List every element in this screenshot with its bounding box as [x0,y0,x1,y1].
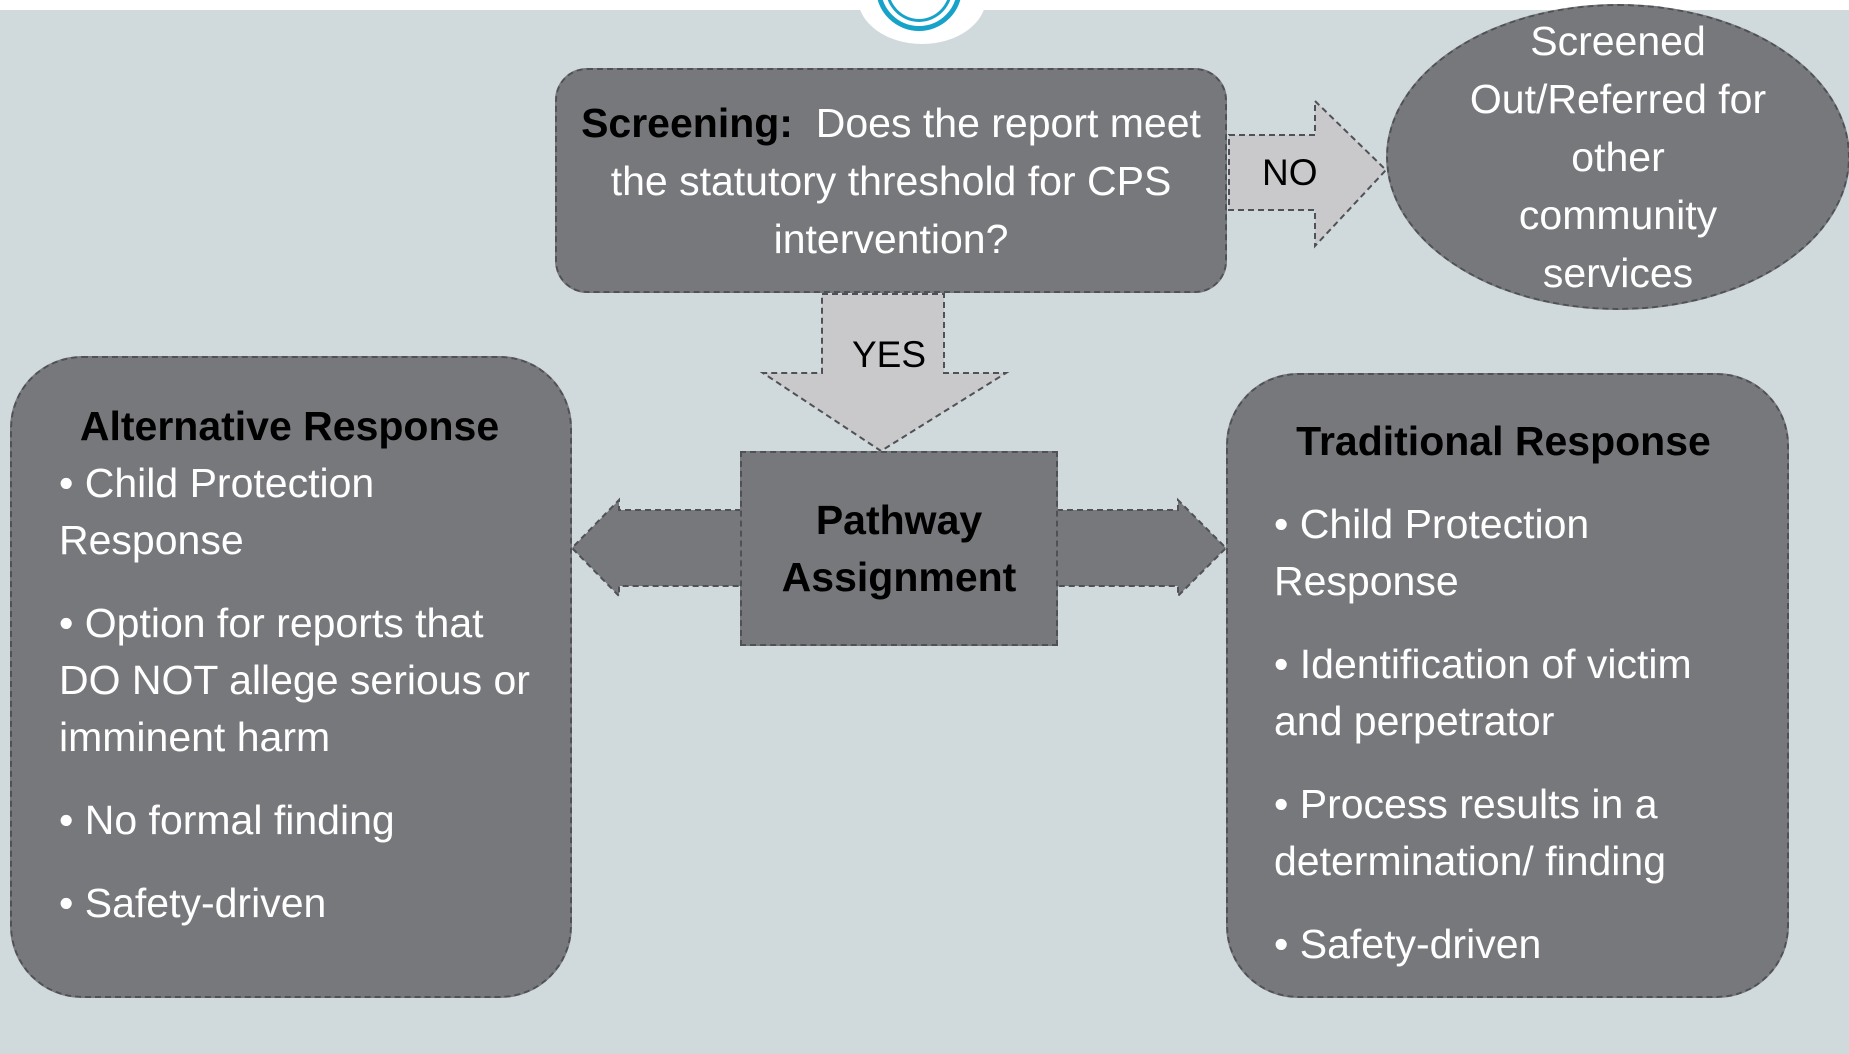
list-item: • Process results in a determination/ fi… [1274,781,1667,884]
screened-out-ellipse: Screened Out/Referred for other communit… [1386,4,1849,310]
screening-box: Screening: Does the report meet the stat… [555,68,1227,293]
list-item: • Child Protection Response [1274,501,1590,604]
yes-arrow [759,293,1010,453]
pathway-assignment-text: Pathway Assignment [781,496,1017,600]
screening-text: Screening: Does the report meet the stat… [565,94,1217,268]
screening-label: Screening: [581,99,793,146]
traditional-response-panel: Traditional Response • Child Protection … [1226,373,1789,998]
list-item: • No formal finding [59,797,395,843]
alternative-response-list: • Child Protection Response • Option for… [59,455,550,932]
no-arrow [1228,98,1388,249]
pathway-assignment-box: Pathway Assignment [740,451,1058,646]
left-arrow [570,497,742,599]
list-item: • Option for reports that DO NOT allege … [59,600,530,760]
traditional-response-title: Traditional Response [1296,418,1711,464]
list-item: • Child Protection Response [59,460,375,563]
screening-question: Does the report meet the statutory thres… [610,99,1201,262]
screened-out-text: Screened Out/Referred for other communit… [1469,18,1767,296]
yes-label: YES [852,334,927,375]
list-item: • Safety-driven [1274,921,1542,967]
alternative-response-title: Alternative Response [79,403,500,449]
right-arrow [1056,497,1228,599]
no-label: NO [1262,152,1318,193]
list-item: • Safety-driven [59,880,327,926]
list-item: • Identification of victim and perpetrat… [1274,641,1692,744]
alternative-response-panel: Alternative Response • Child Protection … [10,356,572,998]
traditional-response-list: • Child Protection Response • Identifica… [1274,496,1757,973]
